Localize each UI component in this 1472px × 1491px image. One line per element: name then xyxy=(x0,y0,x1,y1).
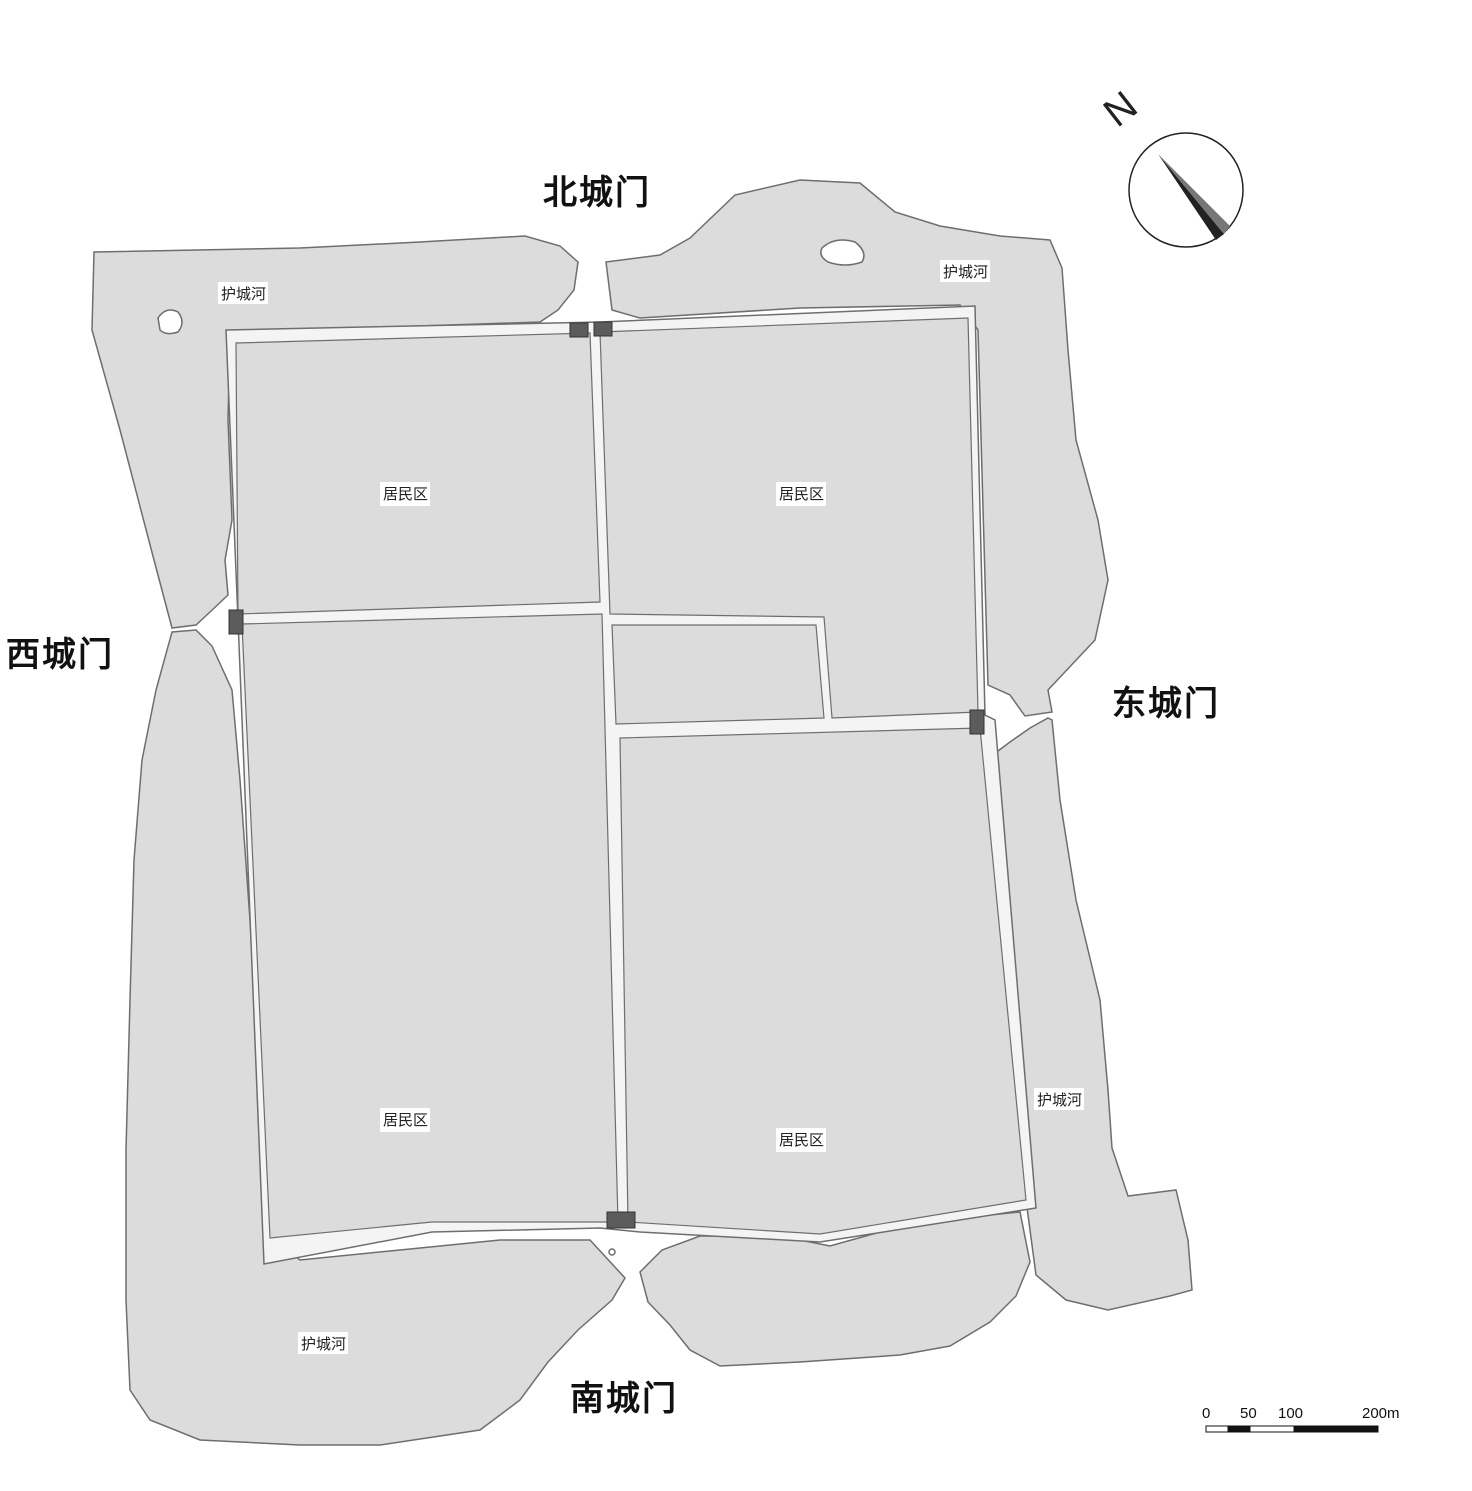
residential-label-se: 居民区 xyxy=(779,1131,824,1149)
gate-blocks xyxy=(228,321,985,1229)
small-pond xyxy=(608,1248,616,1256)
gate-north-right xyxy=(593,321,613,337)
scale-tick-100: 100 xyxy=(1278,1405,1303,1422)
gate-south xyxy=(606,1211,636,1229)
gate-label-west: 西城门 xyxy=(6,635,114,675)
north-arrow-icon: N xyxy=(1096,83,1244,248)
moat-label-nw: 护城河 xyxy=(221,285,266,303)
block-northeast xyxy=(599,317,979,719)
residential-blocks xyxy=(235,317,1027,1239)
north-letter: N xyxy=(1096,83,1146,135)
scale-tick-0: 0 xyxy=(1202,1405,1210,1422)
residential-label-sw: 居民区 xyxy=(383,1111,428,1129)
island-west xyxy=(157,309,183,335)
moat-labels: 护城河 护城河 护城河 护城河 xyxy=(218,260,1084,1354)
moat-west xyxy=(125,629,626,1446)
moat-label-e: 护城河 xyxy=(1037,1091,1082,1109)
scale-bar-icon: 0 50 100 200m xyxy=(1202,1405,1400,1433)
moat-label-sw: 护城河 xyxy=(301,1335,346,1353)
residential-labels: 居民区 居民区 居民区 居民区 xyxy=(380,482,826,1152)
block-northwest xyxy=(235,332,601,615)
residential-label-nw: 居民区 xyxy=(383,485,428,503)
gate-label-east: 东城门 xyxy=(1112,684,1220,724)
gate-north-left xyxy=(569,322,589,338)
moat-label-ne: 护城河 xyxy=(943,263,988,281)
island-east xyxy=(820,239,865,266)
residential-label-ne: 居民区 xyxy=(779,485,824,503)
block-southwest xyxy=(241,613,619,1239)
scale-tick-50: 50 xyxy=(1240,1405,1257,1422)
moat-regions xyxy=(91,179,1193,1446)
gate-label-south: 南城门 xyxy=(570,1379,678,1419)
block-southeast xyxy=(619,727,1027,1235)
gate-east xyxy=(969,709,985,735)
scale-tick-200: 200m xyxy=(1362,1405,1400,1422)
gate-west xyxy=(228,609,244,635)
block-center xyxy=(611,624,825,725)
gate-label-north: 北城门 xyxy=(543,173,651,213)
